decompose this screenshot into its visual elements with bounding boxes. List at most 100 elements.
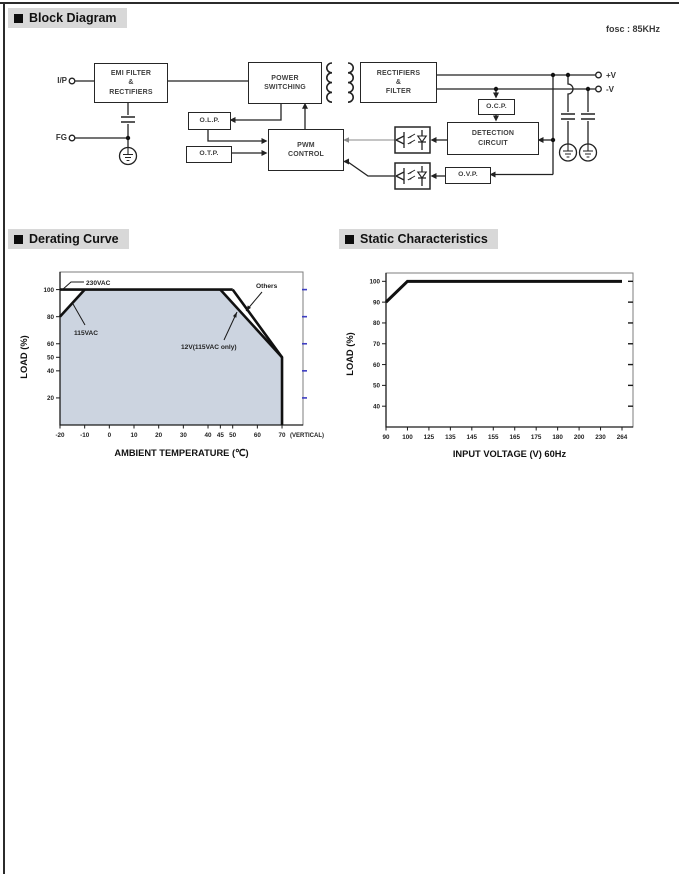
plot-border [385,272,634,428]
wire-fg [74,137,129,148]
fg-terminal [68,134,76,142]
y-axis-title: LOAD (%) [345,332,355,375]
x-tick-label: 264 [617,434,628,441]
arrowhead [343,158,349,165]
series-line-115vac [59,288,86,318]
arrowheads [229,92,544,179]
x-tick-label: 60 [254,432,262,439]
annotation-label: Others [256,283,278,290]
junction-dot [565,72,571,78]
annotation-label: 230VAC [86,280,111,287]
x-tick-label: 0 [108,432,112,439]
arrowhead [489,171,496,178]
arrowhead [343,137,349,143]
x-tick-label: -20 [55,432,65,439]
optocoupler-icon [394,126,431,154]
y-tick-label: 70 [373,341,381,348]
square-bullet-icon [14,234,23,244]
transformer-icon [326,62,354,103]
x-tick-label: 230 [595,434,606,441]
wire-opto2-to-pwm [347,161,395,177]
junction-dot [585,86,591,92]
page-top-rule [0,2,679,4]
y-tick-label: 90 [373,299,381,306]
x-tick-label: 90 [382,434,390,441]
junction-dot [550,137,556,143]
y-tick-label: 100 [369,279,380,286]
series-line-load_vs_input_voltage [384,279,622,304]
wire-vplus-to-detection-ovp [495,75,554,176]
section-title-block-diagram: Block Diagram [29,11,117,25]
y-tick-label: 100 [43,287,54,294]
wire-olp-to-pwm [207,128,262,142]
y-tick-label: 60 [47,341,55,348]
x-axis-note: (VERTICAL) [290,433,324,439]
capacitor-icon [580,113,596,120]
wire-cap1-drop [567,75,574,144]
annotation-arrowhead [246,305,251,311]
block-otp: O.T.P. [186,146,232,163]
wires [74,74,596,177]
arrowhead [229,117,236,123]
block-diagram-canvas [68,62,602,190]
vplus-terminal [595,71,602,79]
block-ocp: O.C.P. [478,99,515,115]
x-tick-label: 45 [217,432,225,439]
arrowhead [430,173,437,179]
derating-shaded-region [60,289,283,425]
junction-dot [125,135,131,141]
x-tick-label: 175 [531,434,542,441]
arrowhead [537,137,544,143]
x-tick-label: -10 [80,432,90,439]
capacitor-icon [120,116,136,123]
x-axis-title: AMBIENT TEMPERATURE (℃) [114,448,248,458]
block-pwm-control: PWM CONTROL [268,129,344,171]
section-title-derating-curve: Derating Curve [29,232,119,246]
block-ovp: O.V.P. [445,167,491,184]
arrowhead [261,138,268,144]
section-header-static-characteristics: Static Characteristics [339,229,498,249]
x-tick-label: 40 [205,432,213,439]
x-tick-label: 20 [155,432,163,439]
x-tick-label: 50 [229,432,237,439]
wire-power-to-olp [235,102,282,121]
arrowhead [261,150,268,156]
fosc-frequency-label: fosc : 85KHz [605,24,660,34]
y-tick-label: 80 [47,314,55,321]
fg-terminal-label: FG [55,133,67,142]
y-axis-title: LOAD (%) [19,335,29,378]
x-tick-label: 145 [467,434,478,441]
x-tick-label: 30 [180,432,188,439]
annotation-label: 12V(115VAC only) [181,344,237,351]
arrowhead [493,115,499,122]
x-tick-label: 180 [552,434,563,441]
vplus-terminal-label: +V [606,70,617,80]
y-tick-label: 60 [373,362,381,369]
y-tick-label: 40 [47,368,55,375]
series-line-12v-115vac-only- [219,288,283,359]
page-left-rule [3,2,5,874]
junction-dots [125,72,591,143]
series-line-others [231,288,284,425]
section-header-derating-curve: Derating Curve [8,229,129,249]
annotation-leader [61,281,84,291]
axes [385,273,633,428]
earth-ground-icon [558,143,578,162]
annotation-arrowhead [232,312,237,318]
annotation-leader [72,303,86,326]
junction-dot [493,86,499,92]
x-tick-label: 155 [488,434,499,441]
vminus-terminal-label: -V [606,84,614,94]
arrowhead [302,102,308,109]
y-tick-label: 50 [373,383,381,390]
section-title-static-characteristics: Static Characteristics [360,232,488,246]
x-tick-label: 200 [574,434,585,441]
x-axis-title: INPUT VOLTAGE (V) 60Hz [453,449,567,459]
vminus-terminal [595,85,602,93]
arrowhead [430,137,437,143]
block-detection-circuit: DETECTION CIRCUIT [447,122,539,155]
earth-ground-icon [578,143,598,162]
y-tick-label: 80 [373,320,381,327]
